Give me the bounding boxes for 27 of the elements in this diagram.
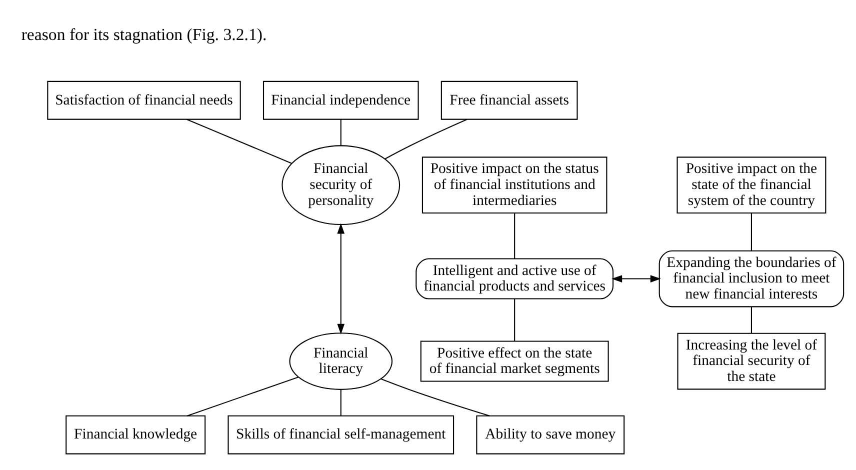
node-box: Financial independence xyxy=(262,80,419,120)
node-box: Positive impact on the state of the financial system of the country xyxy=(676,156,826,214)
node-box: Positive impact on the status of financial institutions and intermediaries xyxy=(422,156,608,214)
connector xyxy=(514,298,516,341)
node-box: Skills of financial self-management xyxy=(228,414,454,454)
connector xyxy=(340,118,342,145)
label: reason for its stagnation (Fig. 3.2.1). xyxy=(21,24,267,44)
node-box: Ability to save money xyxy=(476,414,625,454)
connector xyxy=(340,389,342,416)
arrow xyxy=(612,274,661,282)
connector xyxy=(384,118,468,159)
connector xyxy=(514,212,516,258)
node-box: Financial knowledge xyxy=(66,414,206,454)
node-box: Free financial assets xyxy=(440,80,578,120)
node-ellipse: Financial security of personality xyxy=(282,144,400,225)
connector xyxy=(186,118,292,164)
node-box: Satisfaction of financial needs xyxy=(47,80,241,120)
node-box: Expanding the boundaries of financial inclusion to meet new financial interests xyxy=(658,250,844,307)
node-box: Increasing the level of financial security of the state xyxy=(677,332,826,390)
connector xyxy=(750,306,752,333)
arrow xyxy=(337,222,345,334)
connector xyxy=(750,212,752,250)
connector xyxy=(187,376,299,416)
node-ellipse: Financial literacy xyxy=(289,332,393,390)
connector xyxy=(381,378,490,416)
node-box: Intelligent and active use of financial products and services xyxy=(416,258,614,299)
node-box: Positive effect on the state of financial market segments xyxy=(420,340,609,382)
